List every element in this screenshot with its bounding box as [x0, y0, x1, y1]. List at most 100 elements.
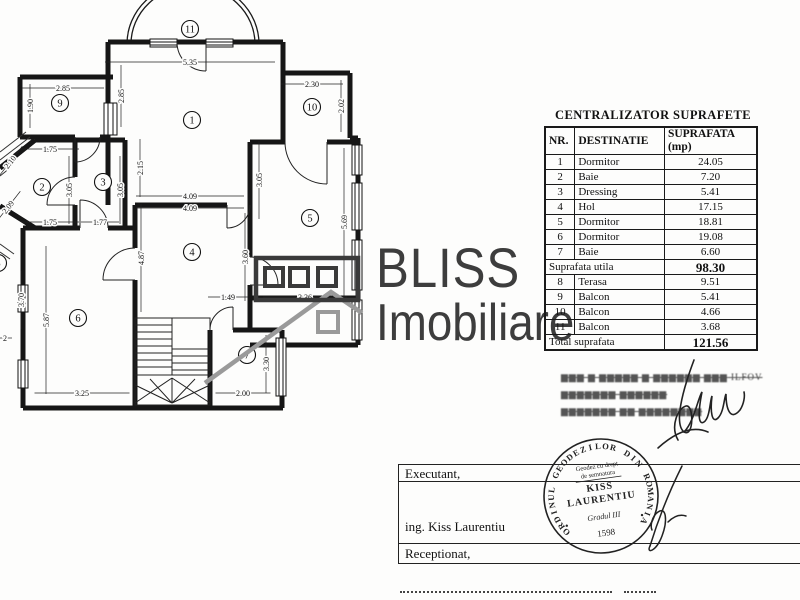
form-line-mid [398, 543, 800, 544]
terrace-arc [126, 0, 260, 45]
logo-house-icon [203, 255, 364, 385]
svg-text:D: D [551, 515, 563, 525]
room-number: 11 [180, 19, 200, 39]
brand-logo: BLISS Imobiliare [376, 240, 601, 350]
svg-text:3.30: 3.30 [262, 357, 271, 371]
form-line-bottom [398, 563, 800, 564]
row-value: 18.81 [663, 214, 758, 230]
svg-text:4.09: 4.09 [183, 204, 197, 213]
row-destination: Dressing [574, 184, 665, 200]
svg-text:R: R [641, 472, 653, 482]
svg-text:9: 9 [57, 99, 62, 110]
svg-text:3.60: 3.60 [241, 250, 250, 264]
svg-text:N: N [546, 500, 557, 509]
svg-text:O: O [560, 526, 572, 538]
dimension-label: 5.69 [338, 148, 350, 296]
svg-text:R: R [609, 442, 618, 453]
row-number: 7 [544, 244, 576, 260]
svg-text:3.05: 3.05 [116, 183, 125, 197]
row-value: 4.66 [663, 304, 758, 320]
svg-text:A: A [646, 496, 656, 504]
svg-text:2.15: 2.15 [136, 161, 145, 175]
svg-text:G: G [550, 470, 562, 481]
svg-text:6: 6 [75, 314, 80, 325]
dimension-label: 1.77 [81, 216, 119, 228]
row-number: 6 [544, 229, 576, 245]
dimension-label: 4.09 [136, 190, 244, 202]
row-number: 11 [544, 319, 576, 335]
svg-text:2.85: 2.85 [56, 84, 70, 93]
row-value: 121.56 [663, 334, 758, 351]
svg-text:R: R [555, 520, 567, 532]
dimension-label: 2.85 [115, 65, 127, 127]
col-header-nr: NR. [544, 126, 576, 155]
svg-text:1: 1 [189, 116, 194, 127]
row-number: 10 [544, 304, 576, 320]
svg-text:4.87: 4.87 [137, 251, 146, 265]
svg-text:L: L [546, 486, 557, 493]
svg-text:I: I [588, 442, 594, 453]
col-header-dest: DESTINATIE [574, 126, 665, 155]
surface-summary: CENTRALIZATOR SUPRAFETE NR. DESTINATIE S… [544, 108, 762, 351]
svg-text:1.75: 1.75 [43, 145, 57, 154]
svg-text:2: 2 [3, 334, 7, 343]
dimension-label: 4.87 [135, 204, 147, 312]
svg-text:3.70: 3.70 [17, 293, 26, 307]
windows [17, 38, 363, 397]
terrace-hatch [0, 131, 31, 260]
row-value: 98.30 [663, 259, 758, 275]
room-number: 1 [182, 110, 202, 130]
room-number: 3 [93, 172, 113, 192]
room-number: 8 [0, 254, 8, 272]
col-header-sup: SUPRAFATA (mp) [663, 126, 758, 155]
svg-text:2.85: 2.85 [117, 89, 126, 103]
svg-text:1.75: 1.75 [43, 218, 57, 227]
svg-text:1598: 1598 [597, 526, 617, 538]
svg-text:5.69: 5.69 [340, 215, 349, 229]
executant-label: Executant, [405, 466, 461, 481]
row-value: 9.51 [663, 274, 758, 290]
svg-text:5.35: 5.35 [183, 58, 197, 67]
svg-text:D: D [622, 448, 632, 460]
svg-text:1.90: 1.90 [26, 99, 35, 113]
svg-text:I: I [629, 453, 639, 463]
dimension-label: 2.02 [335, 80, 347, 132]
svg-text:N: N [644, 503, 655, 512]
svg-text:3: 3 [100, 178, 105, 189]
svg-text:4.09: 4.09 [183, 192, 197, 201]
row-destination: Balcon [574, 304, 665, 320]
signature-executant [657, 359, 746, 449]
row-destination: Balcon [574, 289, 665, 305]
row-label: Suprafata utila [544, 259, 665, 275]
svg-text:KISS: KISS [586, 480, 614, 495]
room-number: 6 [68, 308, 88, 328]
dimension-label: 5.35 [105, 56, 275, 68]
dimension-label: 3.05 [63, 156, 75, 224]
receptionat-label: Receptionat, [405, 546, 471, 561]
row-destination: Terasa [574, 274, 665, 290]
row-value: 5.41 [663, 184, 758, 200]
svg-text:A: A [638, 516, 650, 527]
form-line-under-executant [398, 481, 800, 482]
row-destination: Dormitor [574, 229, 665, 245]
row-number: 1 [544, 154, 576, 170]
svg-text:8: 8 [0, 259, 1, 270]
row-number: 4 [544, 199, 576, 215]
dimension-label: 2.85 [22, 82, 104, 94]
svg-text:4: 4 [189, 248, 195, 259]
svg-text:5.87: 5.87 [42, 313, 51, 327]
svg-text:2.30: 2.30 [305, 80, 319, 89]
dimension-label: 1.90 [24, 84, 36, 128]
